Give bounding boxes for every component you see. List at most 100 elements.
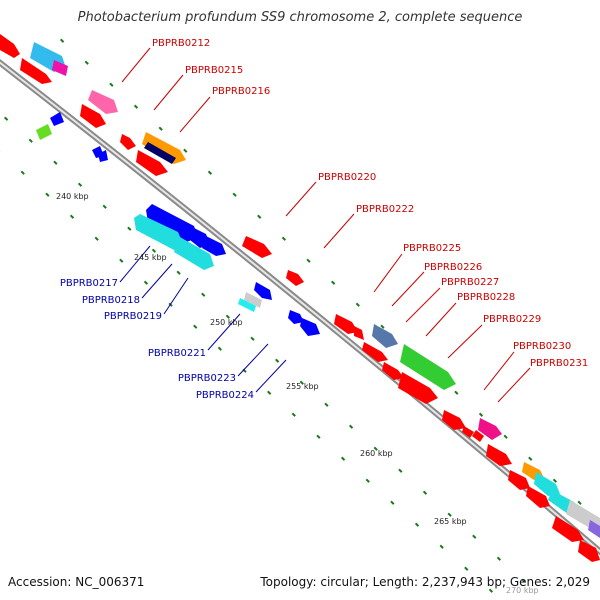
scale-label: 250 kbp [210,318,243,327]
scale-tick [45,192,50,197]
scale-tick [488,588,494,593]
backbone [0,58,600,556]
reverse-genes [36,112,320,336]
scale-tick [158,126,163,131]
scale-tick [193,324,198,329]
gene-steelblue [372,324,398,348]
scale-tick [77,182,83,187]
gene-magenta [52,60,68,76]
scale-tick [84,60,89,65]
gene-red [442,410,466,430]
scale-tick [577,500,582,505]
gene-navy [144,142,176,164]
gene-red [462,426,474,438]
scale-tick [552,478,558,483]
scale-tick [521,578,526,583]
topology-text: Topology: circular; Length: 2,237,943 bp… [260,575,590,589]
scale-tick [447,512,452,517]
gene-purple [588,520,600,538]
scale-tick [390,500,395,505]
forward-leaders [121,47,531,403]
scale-tick [398,468,403,473]
gene-label: PBPRB0220 [318,172,376,183]
scale-tick [316,434,321,439]
gene-label: PBPRB0231 [530,358,588,369]
gene-red [136,150,168,176]
gene-blue [254,282,272,300]
gene-blue [288,310,304,324]
gene-label: PBPRB0219 [104,311,162,322]
scale-tick [454,390,459,395]
scale-tick [348,424,354,429]
scale-label: 265 kbp [434,517,467,526]
scale-tick [275,358,280,363]
scale-tick [207,170,213,175]
scale-tick [257,214,262,219]
scale-tick [340,456,346,461]
gene-label: PBPRB0225 [403,243,461,254]
scale-label: 240 kbp [56,192,89,201]
scale-tick [355,302,360,307]
gene-label: PBPRB0212 [152,38,210,49]
reverse-leaders [119,245,287,393]
scale-tick [217,346,223,351]
gene-red [80,104,106,128]
scale-tick [306,258,311,263]
gene-red [578,540,600,562]
scale-tick [414,522,420,527]
scale-tick [201,292,206,297]
scale-tick [225,314,231,319]
scale-labels: 240 kbp 245 kbp 250 kbp 255 kbp 260 kbp … [56,192,539,595]
scale-tick [143,280,149,285]
scale-tick [20,170,25,175]
gene-red [354,326,364,340]
scale-tick [422,490,428,495]
scale-tick [528,456,533,461]
scale-tick [291,412,296,417]
gene-label: PBPRB0230 [513,341,571,352]
gene-blue [146,204,198,242]
gene-blue [50,112,64,126]
scale-tick [53,160,58,165]
gene-red [382,362,404,380]
gene-cyan [238,298,256,312]
scale-tick [472,534,477,539]
scale-tick [324,402,329,407]
gene-red [362,342,388,362]
scale-tick [127,226,132,231]
scale-tick [380,324,385,329]
gene-label: PBPRB0217 [60,278,118,289]
gene-cyan [534,472,560,496]
gene-red [286,270,304,286]
gene-label: PBPRB0218 [82,295,140,306]
gene-blue [202,236,226,256]
map-title: Photobacterium profundum SS9 chromosome … [77,10,523,25]
gene-red [398,372,438,404]
gene-label: PBPRB0226 [424,262,482,273]
accession-text: Accession: NC_006371 [8,575,145,589]
scale-tick [365,478,370,483]
scale-tick [151,248,157,253]
scale-tick [299,380,304,385]
gene-orange [142,132,186,164]
scale-tick [439,544,444,549]
gene-label: PBPRB0229 [483,314,541,325]
gene-red [508,470,530,490]
scale-tick [102,204,107,209]
scale-tick [119,258,124,263]
gene-red [334,314,358,334]
gene-label: PBPRB0224 [196,390,254,401]
scale-tick [503,434,508,439]
scale-tick [176,270,181,275]
gene-label: PBPRB0228 [457,292,515,303]
scale-tick [281,236,287,241]
gene-magenta [478,418,502,440]
scale-tick [373,446,378,451]
scale-tick [464,566,469,571]
gene-label: PBPRB0227 [441,277,499,288]
gene-green [400,344,456,390]
scale-tick [60,38,65,43]
scale-label: 270 kbp [506,586,539,595]
